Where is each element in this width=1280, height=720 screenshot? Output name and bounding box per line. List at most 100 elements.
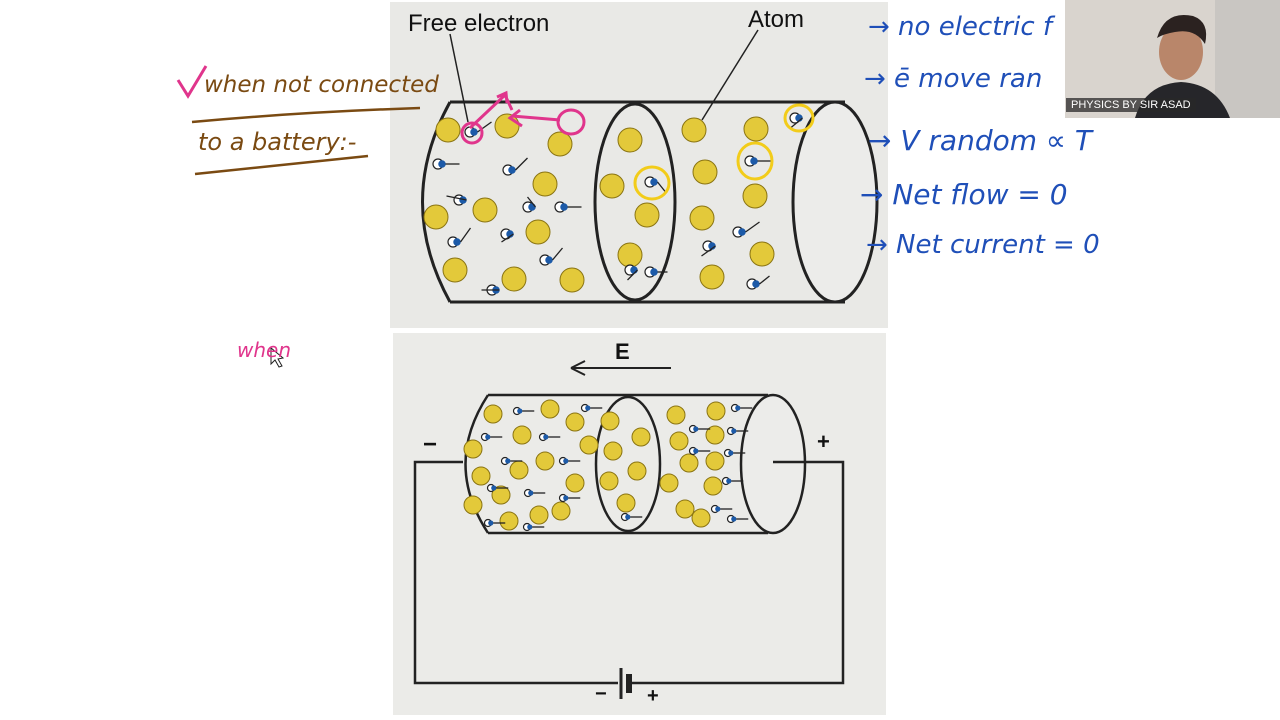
right-note-3: → V random ∝ T xyxy=(868,124,1092,157)
atom xyxy=(559,267,585,293)
electron xyxy=(735,405,741,411)
atom xyxy=(535,451,555,471)
electron-velocity-arrow xyxy=(745,221,760,233)
atom xyxy=(540,399,560,419)
electron-velocity-arrow xyxy=(759,275,770,285)
free-electron-leader xyxy=(449,33,469,123)
electron xyxy=(563,458,569,464)
electron xyxy=(488,520,494,526)
presenter-name-tag: PHYSICS BY SIR ASAD xyxy=(1066,98,1196,112)
atom xyxy=(603,441,623,461)
right-wire xyxy=(631,460,845,685)
atom xyxy=(691,508,711,528)
battery-plus-label: + xyxy=(647,685,659,707)
atom-label: Atom xyxy=(748,6,805,33)
atom xyxy=(547,131,573,157)
right-note-4: → Net flow = 0 xyxy=(860,178,1068,211)
right-note-2: → ē move ran xyxy=(864,64,1043,94)
electron xyxy=(545,256,553,264)
electron xyxy=(528,203,536,211)
cylinder-cross-section xyxy=(593,102,677,302)
electron xyxy=(527,524,533,530)
electron xyxy=(543,434,549,440)
atom xyxy=(669,431,689,451)
electron xyxy=(650,268,658,276)
electron xyxy=(517,408,523,414)
electron xyxy=(750,157,758,165)
atom xyxy=(529,505,549,525)
electron-velocity-arrow xyxy=(459,227,472,243)
atom xyxy=(679,453,699,473)
atom xyxy=(705,451,725,471)
atom xyxy=(681,117,707,143)
electron-velocity-arrow xyxy=(627,269,638,281)
electron xyxy=(693,426,699,432)
free-electron-label: Free electron xyxy=(408,10,550,37)
atom xyxy=(442,257,468,283)
webcam-feed xyxy=(1065,0,1280,118)
left-wire xyxy=(413,460,618,685)
electron xyxy=(438,160,446,168)
atom xyxy=(499,511,519,531)
atom xyxy=(509,460,529,480)
atom xyxy=(435,117,461,143)
electron xyxy=(650,178,658,186)
atom xyxy=(749,241,775,267)
presenter-face xyxy=(1159,24,1203,80)
atom xyxy=(634,202,660,228)
electron xyxy=(752,280,760,288)
atom xyxy=(599,173,625,199)
brown-underline-1 xyxy=(191,106,421,124)
electron-velocity-arrow xyxy=(552,247,563,261)
atom xyxy=(627,461,647,481)
atom xyxy=(471,466,491,486)
atom xyxy=(617,127,643,153)
left-note-line2: to a battery:- xyxy=(198,128,357,156)
electron-velocity-arrow xyxy=(477,121,492,133)
atom xyxy=(525,219,551,245)
pink-handwritten-word: when xyxy=(237,338,292,362)
electron-velocity-arrow xyxy=(501,233,514,243)
presenter-hair xyxy=(1157,14,1207,44)
electron xyxy=(731,516,737,522)
electron xyxy=(693,448,699,454)
atom xyxy=(703,476,723,496)
atom xyxy=(483,404,503,424)
left-note-line1: when not connected xyxy=(204,72,439,98)
electron-velocity-arrow xyxy=(446,195,467,201)
field-arrow-head xyxy=(570,360,586,376)
atom xyxy=(512,425,532,445)
atom xyxy=(743,116,769,142)
atom xyxy=(551,501,571,521)
pink-check-mark xyxy=(176,65,208,99)
atom xyxy=(631,427,651,447)
atom-leader xyxy=(701,29,759,121)
electron xyxy=(505,458,511,464)
electron xyxy=(585,405,591,411)
atom xyxy=(689,205,715,231)
right-note-1: → no electric f xyxy=(868,12,1053,42)
circuit-electrons-group xyxy=(480,403,753,532)
atom xyxy=(742,183,768,209)
atom xyxy=(472,197,498,223)
bottom-diagram-panel: E − + − + xyxy=(393,333,886,715)
circuit-cylinder-cross-section xyxy=(594,395,662,533)
plus-terminal-label: + xyxy=(817,429,830,454)
electron xyxy=(726,478,732,484)
atom xyxy=(705,425,725,445)
atom xyxy=(565,412,585,432)
atom xyxy=(599,471,619,491)
electron-velocity-arrow xyxy=(701,245,716,257)
atom xyxy=(617,242,643,268)
atom xyxy=(501,266,527,292)
electron-velocity-arrow xyxy=(515,157,528,171)
atom xyxy=(532,171,558,197)
atom xyxy=(423,204,449,230)
atoms-group xyxy=(423,113,775,293)
electron xyxy=(459,196,467,204)
circuit-cylinder-left-end xyxy=(464,394,490,534)
brown-underline-2 xyxy=(194,154,369,176)
battery-minus-label: − xyxy=(595,683,607,705)
electron xyxy=(453,238,461,246)
electron xyxy=(508,166,516,174)
